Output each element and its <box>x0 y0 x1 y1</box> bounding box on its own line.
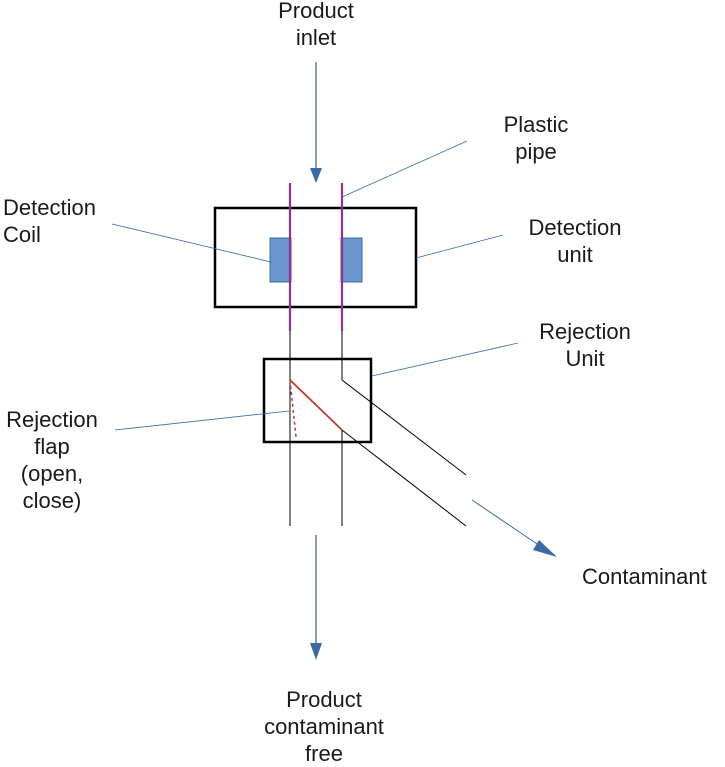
detection-unit-line2: unit <box>557 242 593 267</box>
detection-unit-label: Detection unit <box>510 214 640 268</box>
product-inlet-label: Product inlet <box>255 0 377 51</box>
rejection-unit-label: Rejection Unit <box>520 318 650 372</box>
contaminant-arrowhead <box>533 540 557 557</box>
rejection-unit-box <box>262 357 373 444</box>
product-inlet-line1: Product <box>278 0 354 23</box>
rejection-flap-line3: (open, <box>20 461 84 486</box>
rejection-flap-label: Rejection flap (open, close) <box>0 406 108 514</box>
reject-chute-upper <box>341 379 467 476</box>
outlet-arrowhead <box>310 643 322 660</box>
rejection-flap-open <box>289 379 343 431</box>
product-out-line1: Product <box>286 687 362 712</box>
product-out-line2: contaminant <box>264 714 384 739</box>
leader-rejection-unit <box>371 342 519 377</box>
plastic-pipe-line2: pipe <box>515 139 557 164</box>
product-out-label: Product contaminant free <box>244 686 404 767</box>
rejection-unit-line1: Rejection <box>539 319 631 344</box>
rejection-unit-line2: Unit <box>565 346 605 371</box>
contaminant-arrow <box>471 499 550 553</box>
detection-unit-line1: Detection <box>528 215 622 240</box>
leader-detection-coil <box>111 223 272 263</box>
rejection-flap-closed <box>289 379 297 438</box>
product-inlet-line2: inlet <box>295 25 337 50</box>
plastic-pipe-label: Plastic pipe <box>478 111 594 165</box>
leader-rejection-flap <box>114 410 290 431</box>
detection-coil-label: Detection Coil <box>3 194 96 248</box>
product-out-line3: free <box>305 741 343 766</box>
contaminant-label: Contaminant <box>582 563 707 590</box>
rejection-flap-line4: close) <box>22 488 82 513</box>
inlet-arrowhead <box>310 168 322 183</box>
rejection-flap-line2: flap <box>34 434 70 459</box>
detection-unit-box <box>213 206 418 309</box>
detection-coil-line2: Coil <box>3 222 41 247</box>
leader-plastic-pipe <box>341 140 468 198</box>
detection-coil-right <box>340 237 363 283</box>
leader-detection-unit <box>415 234 504 259</box>
detection-coil-line1: Detection <box>3 195 96 220</box>
plastic-pipe-line1: Plastic <box>503 112 569 137</box>
detection-coil-left <box>269 237 292 283</box>
contaminant-text: Contaminant <box>582 564 707 589</box>
reject-chute-lower <box>341 429 467 527</box>
rejection-flap-line1: Rejection <box>6 407 98 432</box>
